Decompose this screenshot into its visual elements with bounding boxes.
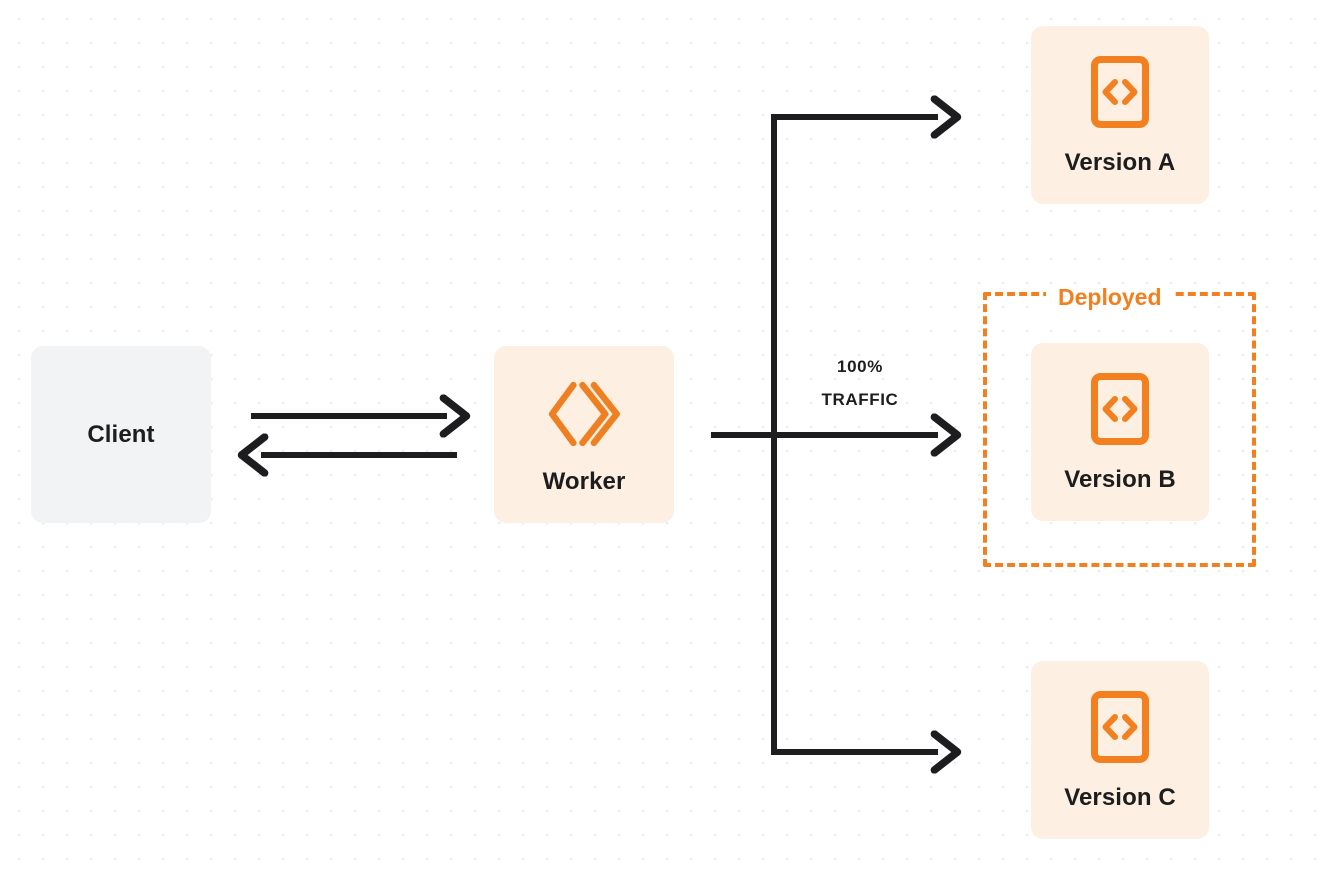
node-version-a[interactable]: Version A <box>1031 26 1209 204</box>
node-version-b-label: Version B <box>1064 466 1176 493</box>
deployed-group-label: Deployed <box>1046 285 1174 309</box>
node-client-label: Client <box>87 420 155 448</box>
code-file-icon <box>1090 690 1150 764</box>
node-client[interactable]: Client <box>31 346 211 523</box>
traffic-label: 100% TRAFFIC <box>795 350 925 416</box>
traffic-percent: 100% <box>837 357 883 376</box>
node-version-c-label: Version C <box>1064 784 1176 811</box>
node-version-c[interactable]: Version C <box>1031 661 1209 839</box>
code-file-icon <box>1090 55 1150 129</box>
code-file-icon <box>1090 372 1150 446</box>
node-version-b[interactable]: Version B <box>1031 343 1209 521</box>
traffic-unit: TRAFFIC <box>821 390 899 409</box>
node-version-a-label: Version A <box>1064 149 1176 176</box>
cloudflare-workers-logo-icon <box>546 376 622 452</box>
node-worker[interactable]: Worker <box>494 346 674 523</box>
node-worker-label: Worker <box>542 467 626 495</box>
